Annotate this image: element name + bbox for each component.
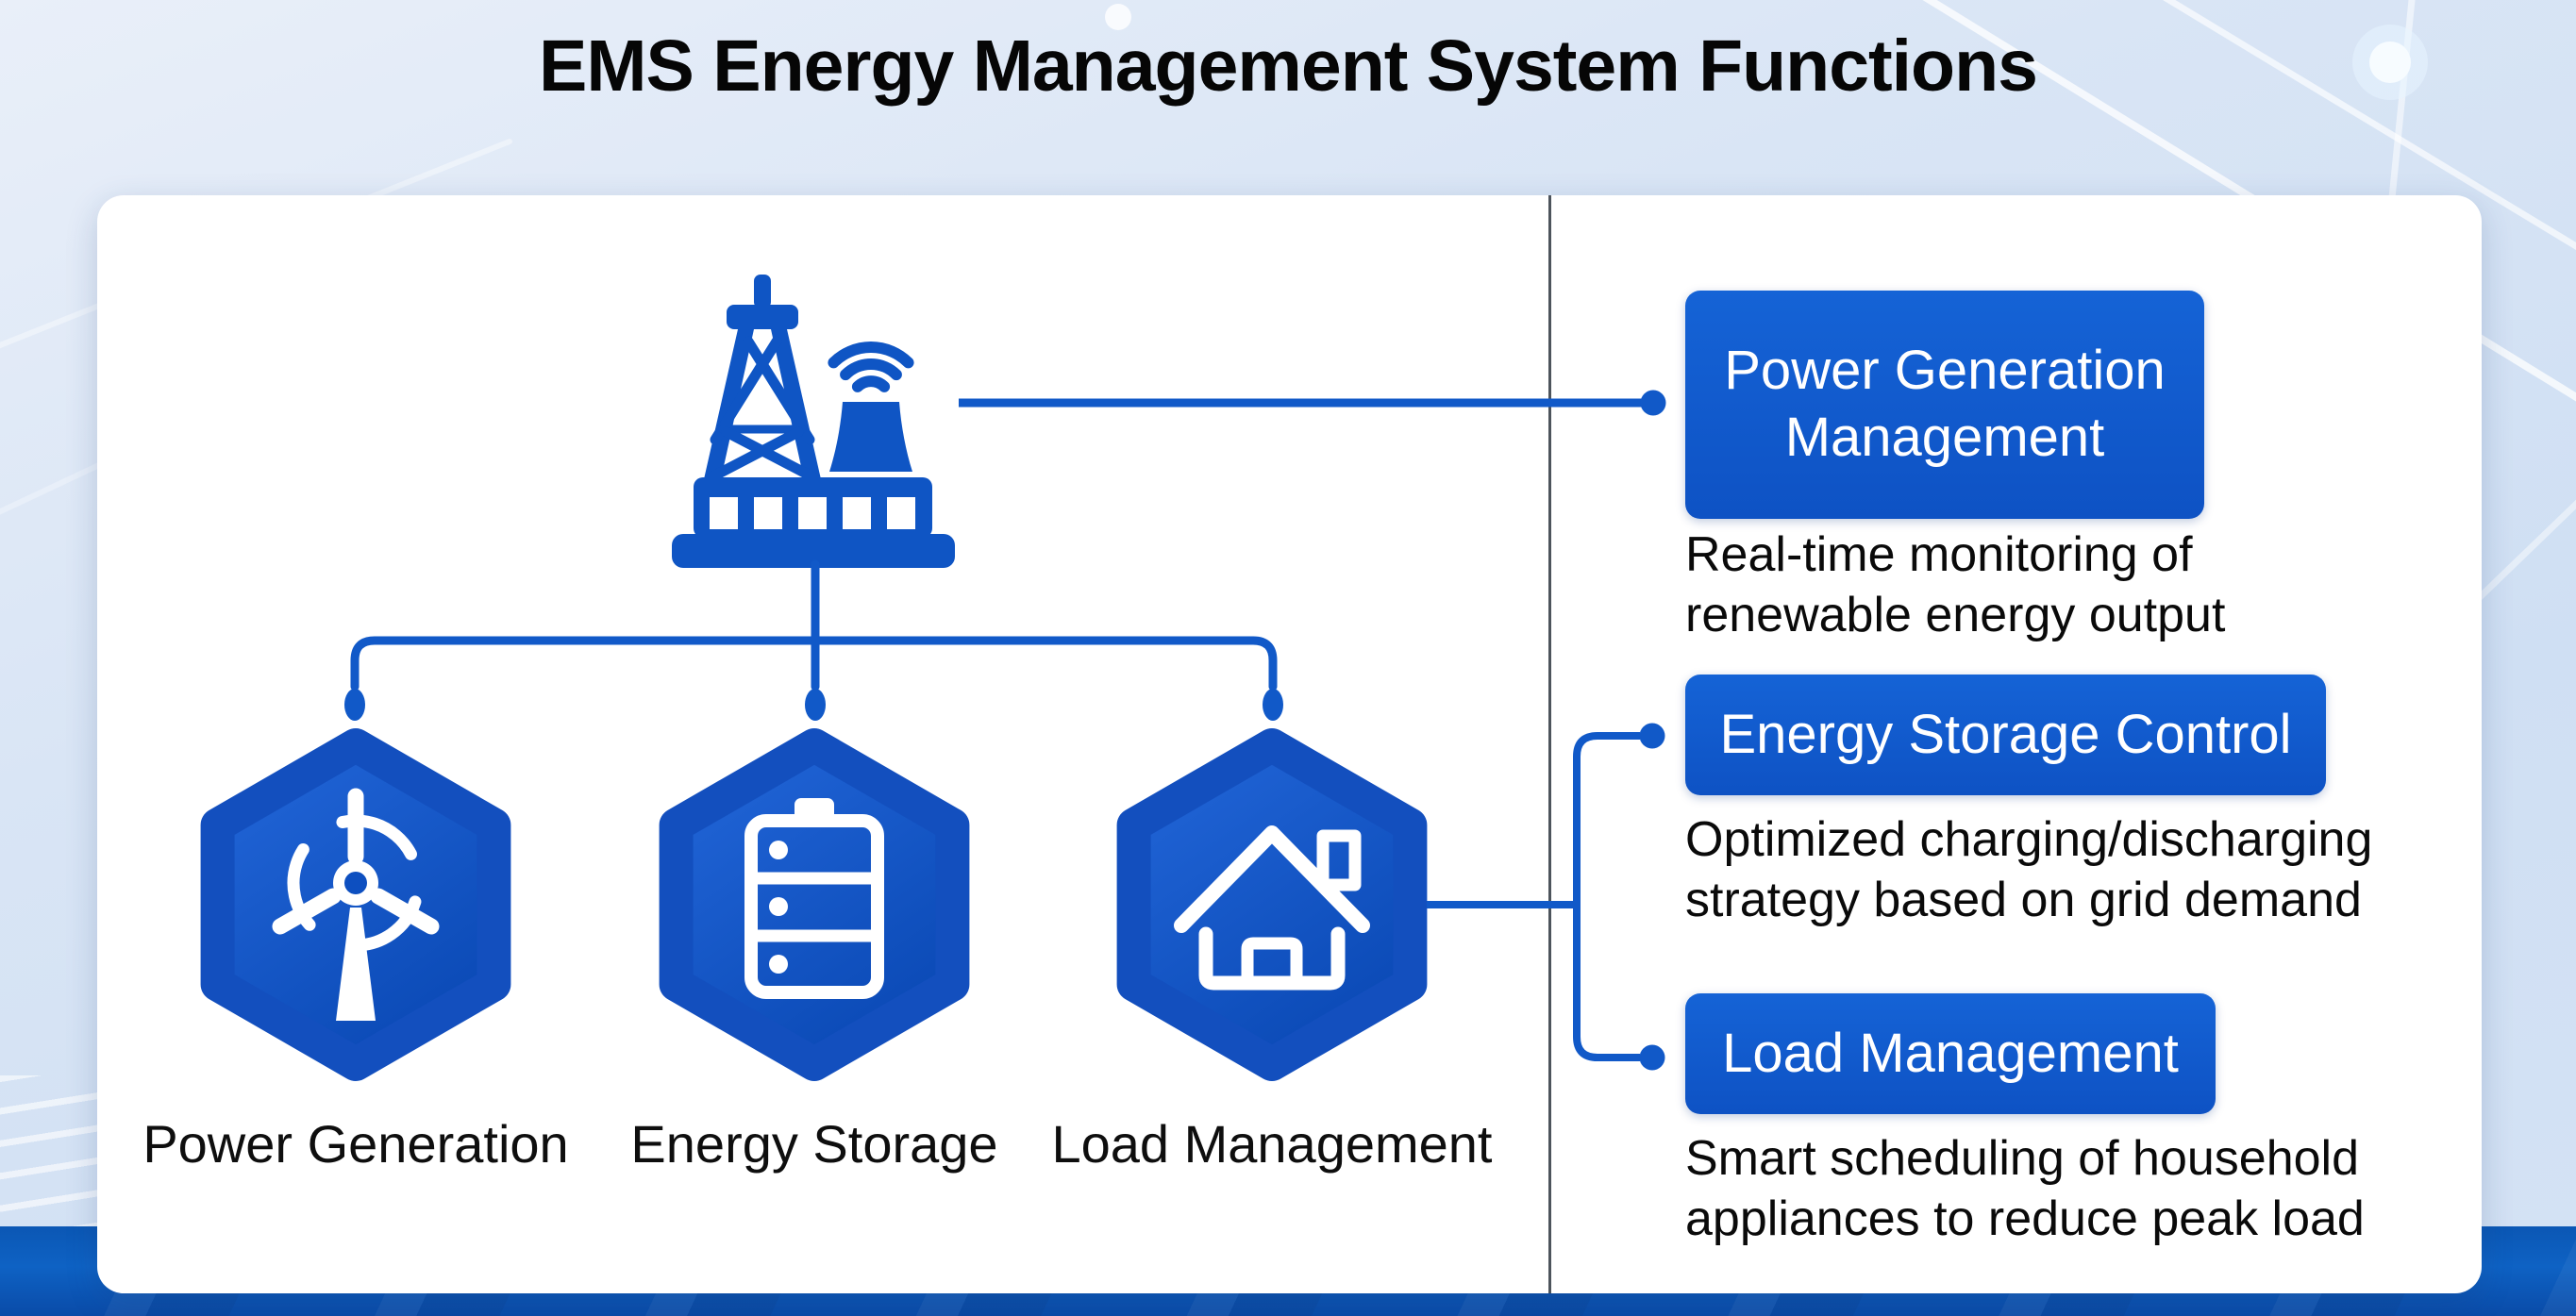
hex-label-load-management: Load Management [1051, 1114, 1493, 1174]
hex-label-energy-storage: Energy Storage [630, 1114, 998, 1174]
description-line: Smart scheduling of household [1685, 1131, 2360, 1186]
power-generation-management-button[interactable]: Power Generation Management [1685, 291, 2204, 519]
left-edge-streaks [0, 1075, 104, 1226]
description-line: strategy based on grid demand [1685, 873, 2362, 927]
description-line: renewable energy output [1685, 588, 2226, 642]
description-line: appliances to reduce peak load [1685, 1191, 2365, 1246]
power-generation-management-description: Real-time monitoring of renewable energy… [1685, 525, 2459, 645]
vertical-divider [1548, 195, 1551, 1293]
load-management-button[interactable]: Load Management [1685, 993, 2216, 1114]
description-line: Optimized charging/discharging [1685, 812, 2373, 867]
energy-storage-control-button[interactable]: Energy Storage Control [1685, 675, 2326, 795]
page-title: EMS Energy Management System Functions [539, 25, 2038, 107]
load-management-description: Smart scheduling of household appliances… [1685, 1128, 2459, 1249]
hex-label-power-generation: Power Generation [142, 1114, 569, 1174]
energy-storage-control-description: Optimized charging/discharging strategy … [1685, 809, 2459, 930]
description-line: Real-time monitoring of [1685, 527, 2193, 582]
